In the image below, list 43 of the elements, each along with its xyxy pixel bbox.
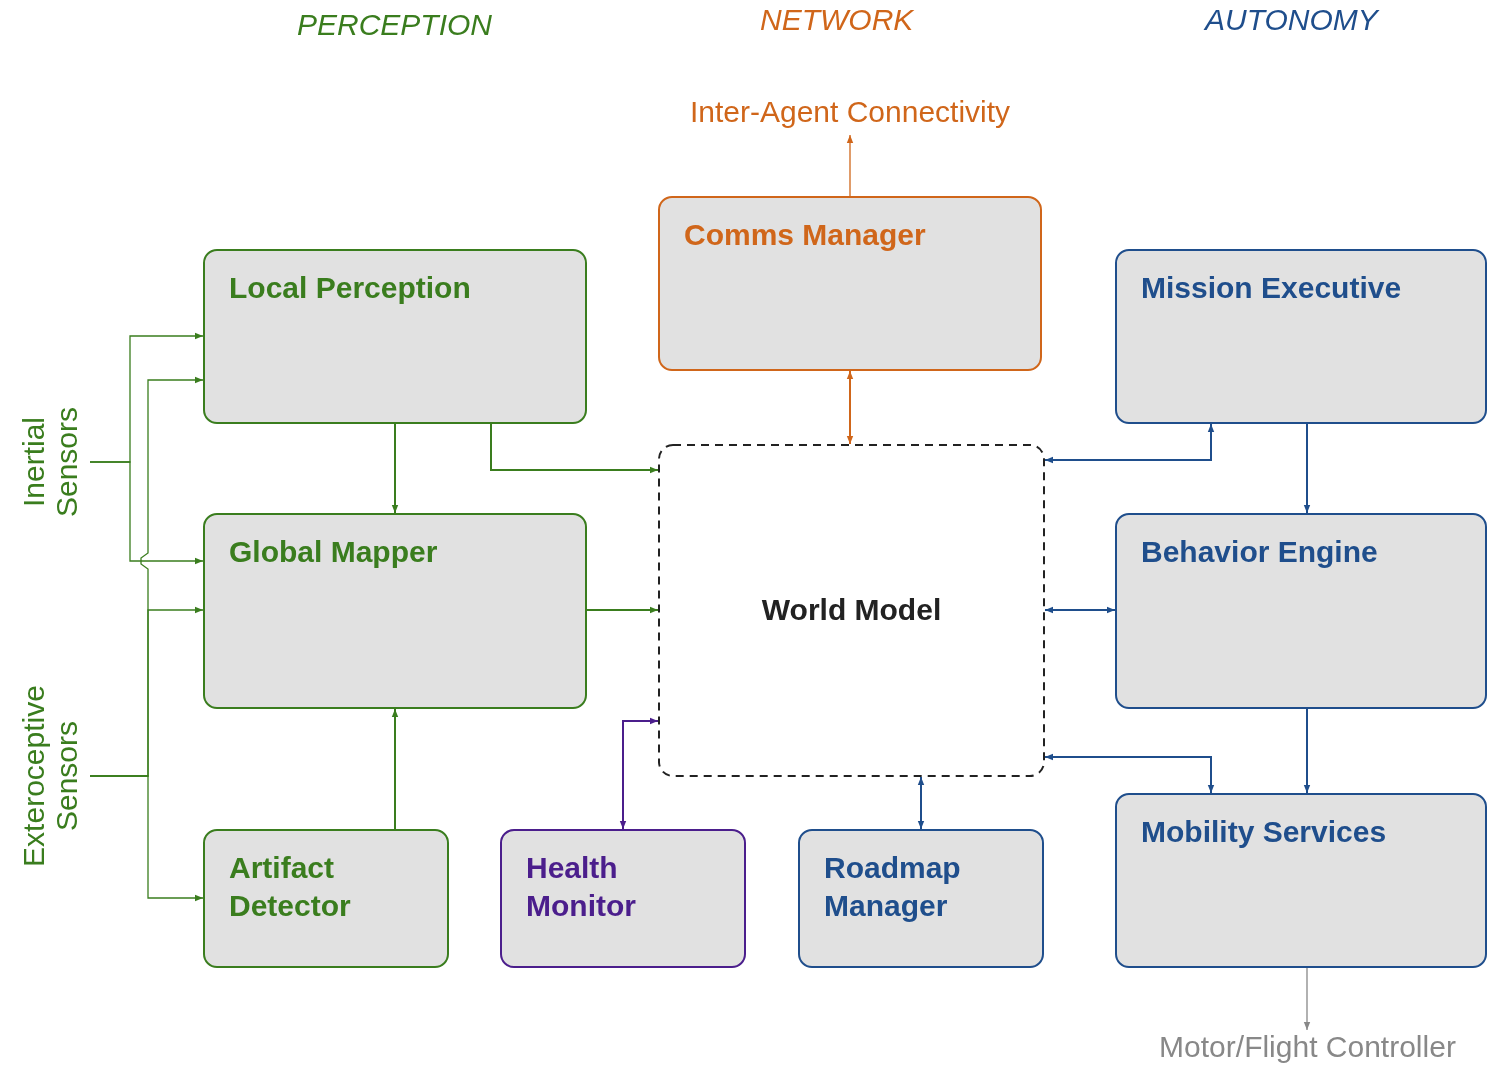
module-box [1115,249,1487,424]
column-heading: PERCEPTION [297,8,493,42]
module-title: Comms Manager [684,217,926,253]
module-title: Global Mapper [229,534,438,570]
arrow [619,717,659,830]
arrow [1044,606,1116,614]
arrow [1044,423,1215,464]
module-title: Health Monitor [526,850,637,925]
arrow [391,708,399,830]
module-title: Local Perception [229,270,471,306]
module-title: Behavior Engine [1141,534,1378,570]
arrow [586,606,659,614]
endpoint-label: Motor/Flight Controller [1130,1030,1485,1068]
module-title: Artifact Detector [229,850,352,925]
arrow [846,370,854,445]
module-title: Mission Executive [1141,270,1402,306]
module-box [203,829,449,968]
module-box [500,829,746,968]
module-title: Roadmap Manager [824,850,962,925]
world-model-box [658,444,1045,777]
module-box [658,196,1042,371]
module-box [798,829,1044,968]
column-heading: AUTONOMY [1205,3,1378,37]
module-box [203,249,587,424]
sensor-label: Inertial Sensors [10,405,90,519]
module-box [203,513,587,709]
arrow [846,134,854,197]
arrow [1303,967,1311,1031]
arrow [391,423,399,514]
arrow [1044,753,1215,794]
arrow [89,461,204,565]
sensor-label: Exteroceptive Sensors [10,680,90,872]
arrow [490,423,659,474]
module-title: World Model [761,592,942,629]
arrow [89,775,204,902]
endpoint-label: Inter-Agent Connectivity [640,95,1060,135]
arrow [917,776,925,830]
arrow [1303,423,1311,514]
module-title: Mobility Services [1141,814,1387,850]
arrow [1303,708,1311,794]
module-box [1115,793,1487,968]
column-heading: NETWORK [760,3,914,37]
module-box [1115,513,1487,709]
